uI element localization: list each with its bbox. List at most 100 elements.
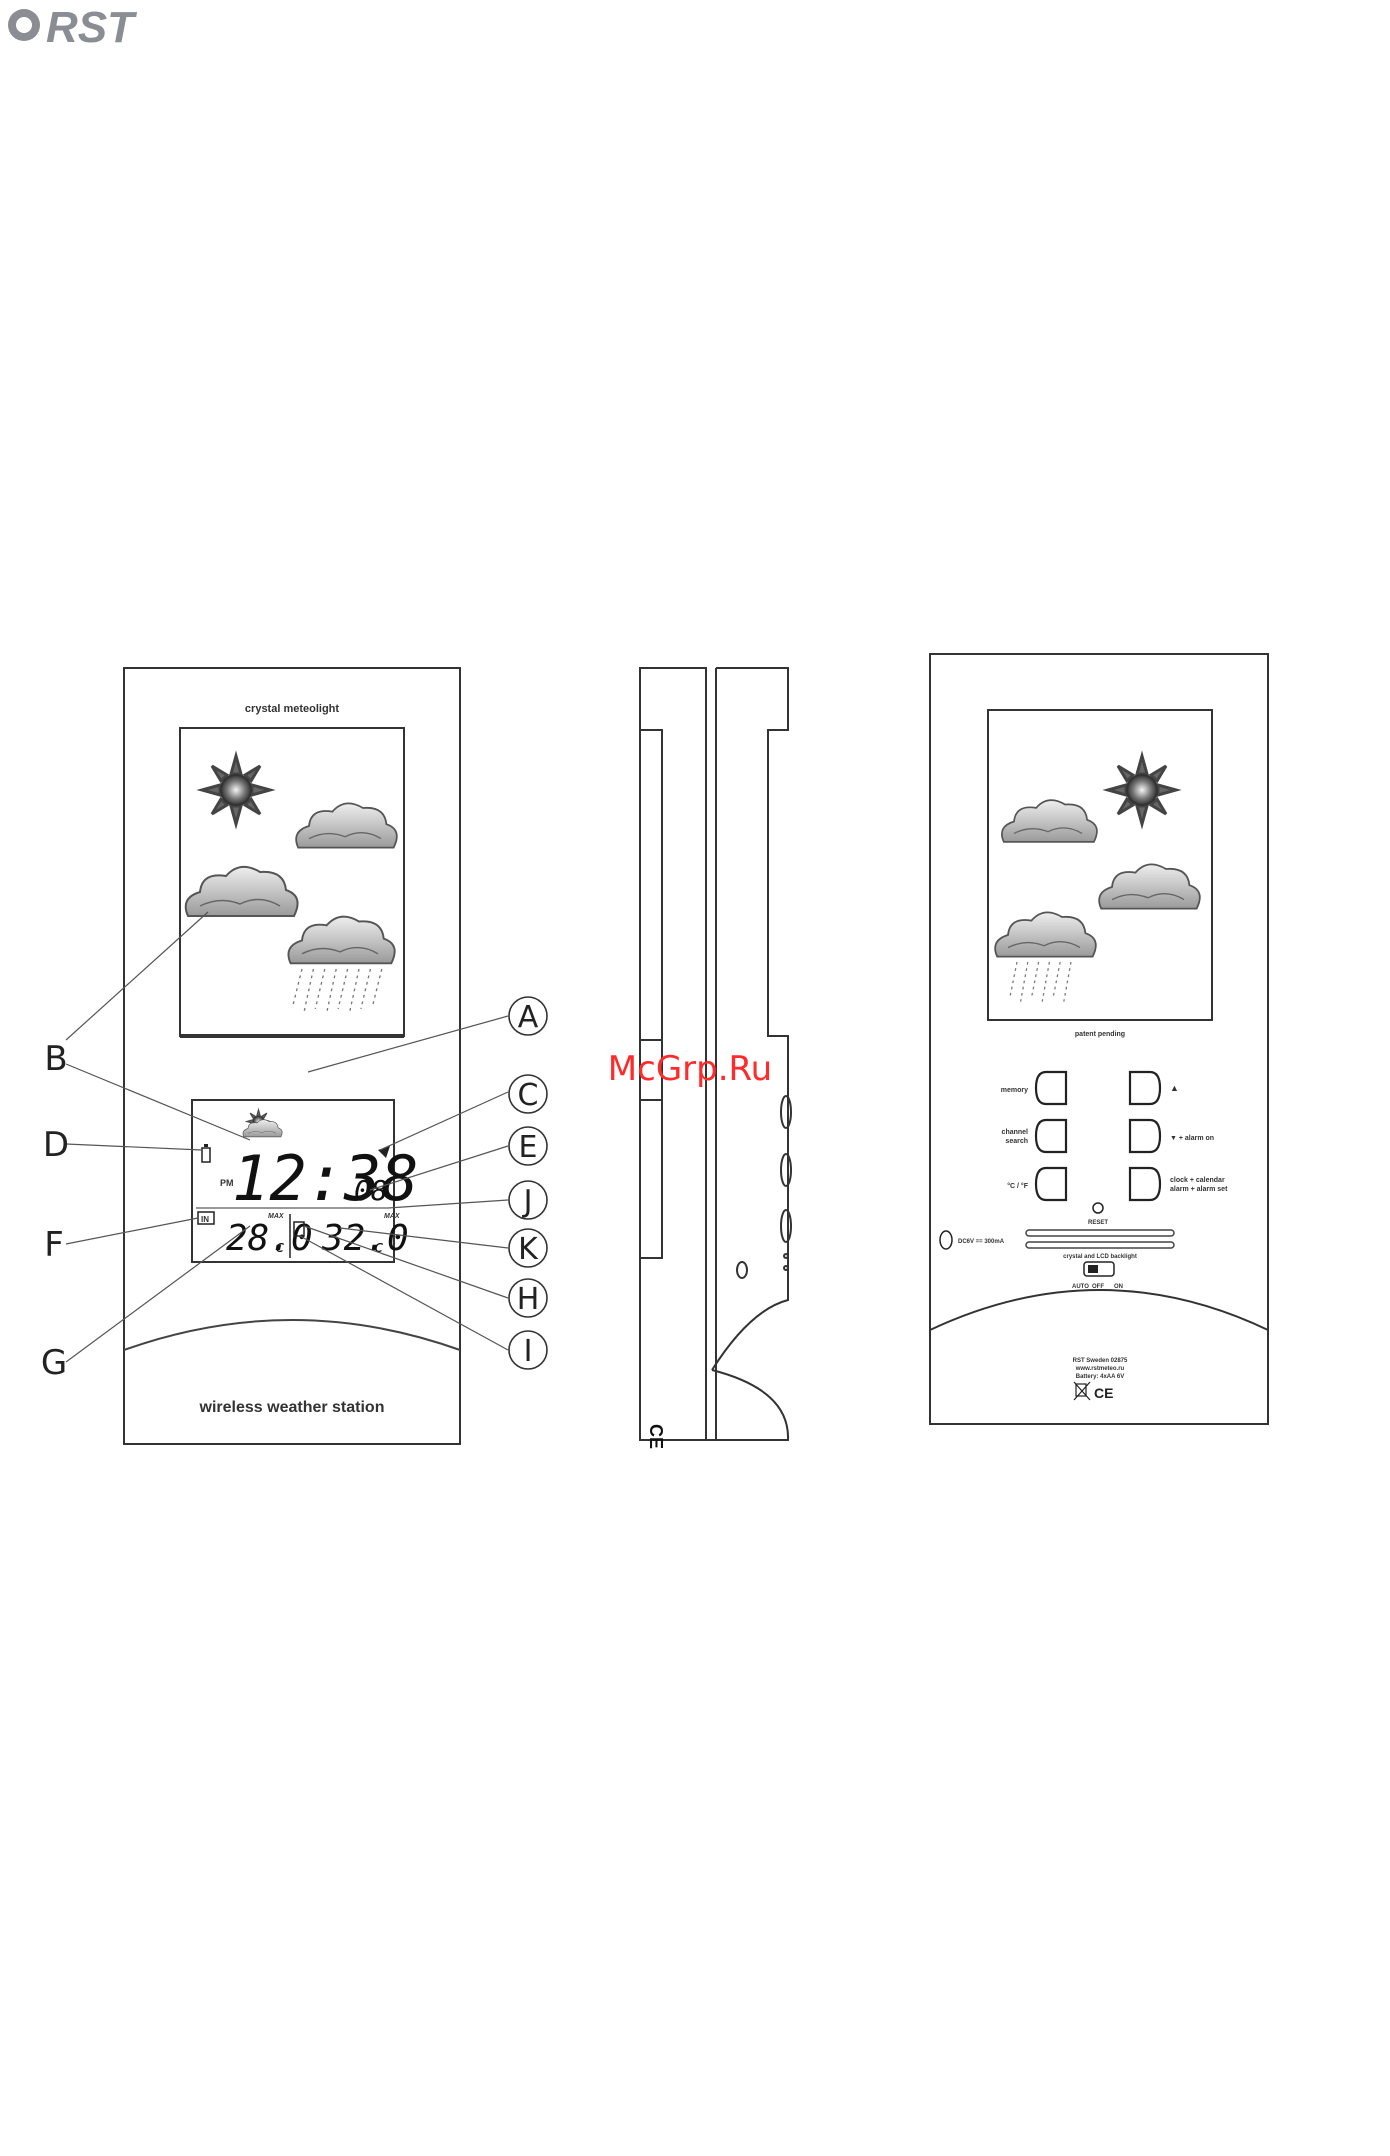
power-label: DC6V == 300mA xyxy=(958,1239,1005,1245)
sun-icon xyxy=(200,754,272,826)
callout-g: G xyxy=(41,1343,67,1383)
callout-j-ring xyxy=(508,1180,548,1220)
lcd-outdoor-unit: c xyxy=(374,1237,384,1256)
side-button-3 xyxy=(780,1209,792,1243)
callout-e: E xyxy=(519,1130,538,1165)
callout-f: F xyxy=(44,1225,64,1265)
side-body xyxy=(711,667,789,1371)
clock-label-1: clock + calendar xyxy=(1170,1177,1225,1184)
reset-label: RESET xyxy=(1088,1220,1108,1226)
front-housing xyxy=(123,667,461,1445)
switch-auto: AUTO xyxy=(1072,1284,1089,1290)
unit-toggle-button[interactable] xyxy=(1034,1166,1068,1202)
callout-d: D xyxy=(43,1125,69,1165)
side-dot-2 xyxy=(783,1265,789,1271)
unit-toggle-label: °C / °F xyxy=(1007,1182,1028,1190)
up-label: ▲ xyxy=(1170,1083,1179,1093)
callout-k-ring xyxy=(508,1228,548,1268)
callouts: A B C D E F G H I J K xyxy=(41,996,548,1383)
backlight-switch[interactable] xyxy=(1083,1261,1115,1277)
lcd-frame xyxy=(191,1099,395,1263)
side-button-2 xyxy=(780,1153,792,1187)
back-sun-cloud-icon xyxy=(1001,799,1098,843)
callout-b: B xyxy=(44,1039,67,1079)
lcd-time: 12:38 xyxy=(232,1142,419,1215)
side-ce-mark: CE xyxy=(646,1424,666,1449)
memory-button[interactable] xyxy=(1034,1070,1068,1106)
rst-logo-text: RST xyxy=(46,3,137,52)
back-view: patent pending memory channel search °C … xyxy=(929,653,1269,1425)
callout-h-ring xyxy=(508,1278,548,1318)
side-front-recess xyxy=(640,729,663,1259)
up-button[interactable] xyxy=(1128,1070,1162,1106)
memory-label: memory xyxy=(1001,1087,1028,1094)
side-dot-1 xyxy=(783,1253,789,1259)
lcd-indoor-temp: 28.0 xyxy=(226,1218,313,1259)
rst-logo-hole xyxy=(16,17,32,33)
callout-h: H xyxy=(517,1282,540,1317)
lcd-indoor-unit: c xyxy=(275,1237,285,1256)
lcd-battery-icon xyxy=(201,1144,211,1163)
callout-lines xyxy=(65,911,509,1363)
watermark: McGrp.Ru xyxy=(608,1049,772,1089)
backlight-label: crystal and LCD backlight xyxy=(1063,1254,1137,1260)
back-cloud-icon xyxy=(1098,863,1201,910)
down-alarm-label: ▼ + alarm on xyxy=(1170,1135,1214,1142)
lcd-max-left: MAX xyxy=(268,1213,285,1220)
lcd-outdoor-temp: 32.0 xyxy=(321,1218,409,1259)
callout-c-ring xyxy=(508,1074,548,1114)
vent-slot-1 xyxy=(1025,1229,1175,1237)
callout-j: J xyxy=(522,1184,533,1219)
lcd-pm: PM xyxy=(220,1178,234,1188)
sun-cloud-icon xyxy=(295,802,398,849)
channel-label-2: search xyxy=(1005,1138,1028,1145)
callout-a-ring xyxy=(508,996,548,1036)
backlight-switch-knob[interactable] xyxy=(1088,1265,1098,1273)
front-top-label: crystal meteolight xyxy=(245,703,339,715)
callout-e-ring xyxy=(508,1126,548,1166)
reset-hole[interactable] xyxy=(1092,1202,1104,1214)
callout-c: C xyxy=(518,1078,539,1113)
callout-k: K xyxy=(518,1232,539,1267)
switch-on: ON xyxy=(1114,1284,1123,1290)
switch-off: OFF xyxy=(1092,1284,1104,1290)
callout-a: A xyxy=(518,1000,539,1035)
lcd-sensor-icon xyxy=(293,1221,305,1237)
down-alarm-button[interactable] xyxy=(1128,1118,1162,1154)
side-view xyxy=(639,667,792,1441)
weee-bin-icon xyxy=(1073,1381,1091,1401)
back-rain-cloud-icon xyxy=(994,911,1097,1002)
lcd-in-badge: IN xyxy=(201,1215,209,1224)
channel-label-1: channel xyxy=(1002,1129,1029,1136)
clock-label-2: alarm + alarm set xyxy=(1170,1186,1228,1193)
back-base-curve xyxy=(929,1289,1269,1331)
front-view: crystal meteolight PM xyxy=(123,667,461,1445)
front-bottom-label: wireless weather station xyxy=(199,1399,385,1416)
lcd-seconds: 08 xyxy=(354,1174,388,1207)
side-recess-lines xyxy=(640,1039,662,1101)
back-sun-icon xyxy=(1106,754,1178,826)
rain-cloud-icon xyxy=(287,915,396,1013)
front-base-curve xyxy=(123,1319,461,1351)
maker-line-2: www.rstmeteo.ru xyxy=(1075,1366,1125,1372)
maker-line-3: Battery: 4xAA 6V xyxy=(1076,1374,1124,1380)
ce-mark: CE xyxy=(1094,1385,1113,1401)
side-port xyxy=(736,1261,748,1279)
side-button-1 xyxy=(780,1095,792,1129)
vent-slot-2 xyxy=(1025,1241,1175,1249)
callout-i: I xyxy=(524,1334,533,1369)
back-patent: patent pending xyxy=(1075,1031,1125,1038)
back-housing xyxy=(929,653,1269,1425)
callout-i-ring xyxy=(508,1330,548,1370)
dc-jack[interactable] xyxy=(939,1230,953,1250)
channel-search-button[interactable] xyxy=(1034,1118,1068,1154)
clock-calendar-button[interactable] xyxy=(1128,1166,1162,1202)
back-crystal-panel xyxy=(987,709,1213,1021)
rst-logo: RST xyxy=(8,3,137,52)
lcd-weather-icon xyxy=(242,1109,283,1138)
side-base xyxy=(640,1369,790,1441)
maker-line-1: RST Sweden 02875 xyxy=(1073,1358,1128,1364)
cloud-icon xyxy=(184,865,299,917)
lcd-max-right: MAX xyxy=(384,1213,401,1220)
